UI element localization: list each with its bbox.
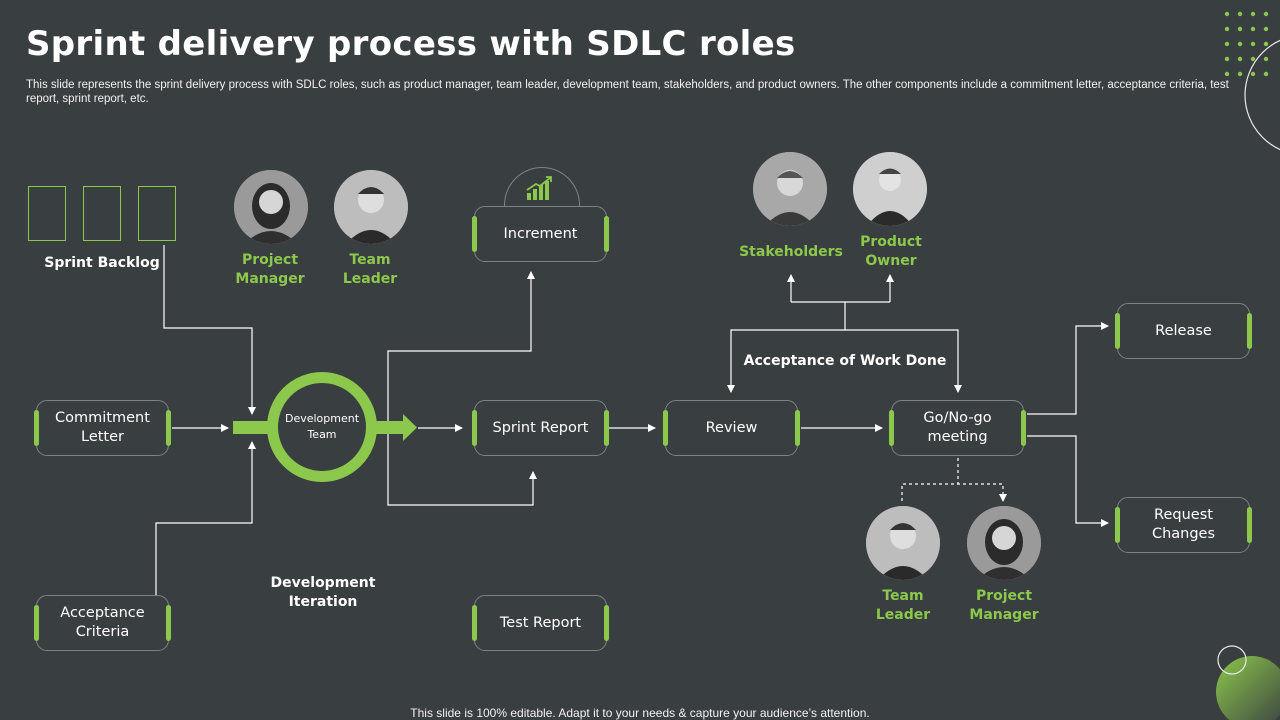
small-ring-decoration bbox=[1217, 645, 1247, 675]
project-manager-label: Project Manager bbox=[235, 252, 305, 287]
slide-description: This slide represents the sprint deliver… bbox=[26, 79, 1229, 105]
bar-chart-icon bbox=[526, 176, 552, 200]
gonogo-to-release-arrow bbox=[1027, 322, 1109, 415]
acceptance-criteria-text: Acceptance Criteria bbox=[60, 605, 145, 640]
project-manager-label-2: Project Manager bbox=[969, 588, 1039, 623]
dev-input-bar bbox=[233, 421, 269, 434]
team-leader-avatar-2 bbox=[866, 506, 940, 580]
gonogo-dashed-branch bbox=[901, 483, 1007, 502]
go-no-go-box: Go/No-go meeting bbox=[889, 400, 1026, 456]
slide-footer: This slide is 100% editable. Adapt it to… bbox=[410, 706, 870, 720]
request-changes-box: Request Changes bbox=[1115, 497, 1252, 553]
dev-output-bar bbox=[375, 421, 405, 434]
development-iteration-label: Development Iteration bbox=[270, 575, 376, 610]
acceptance-of-work-done-label: Acceptance of Work Done bbox=[743, 353, 947, 369]
release-box: Release bbox=[1115, 303, 1252, 359]
stakeholders-label: Stakeholders bbox=[739, 244, 843, 260]
slide-title: Sprint delivery process with SDLC roles bbox=[26, 24, 796, 64]
development-team-circle: Development Team bbox=[267, 372, 377, 482]
acceptance-to-review-arrow bbox=[727, 329, 845, 393]
increment-box: Increment bbox=[472, 206, 609, 262]
sprint-backlog-label: Sprint Backlog bbox=[44, 255, 160, 271]
dot-grid-decoration bbox=[1224, 11, 1269, 77]
dev-output-arrowhead bbox=[403, 414, 417, 441]
acceptance-criteria-box: Acceptance Criteria bbox=[34, 595, 171, 651]
stakeholders-avatar bbox=[753, 152, 827, 226]
review-box: Review bbox=[663, 400, 800, 456]
request-changes-text: Request Changes bbox=[1151, 507, 1216, 542]
team-leader-label-2: Team Leader bbox=[875, 588, 931, 623]
team-leader-avatar bbox=[334, 170, 408, 244]
project-manager-avatar bbox=[234, 170, 308, 244]
product-owner-avatar bbox=[853, 152, 927, 226]
product-owner-label: Product Owner bbox=[860, 234, 922, 269]
dev-to-test-report-arrow bbox=[387, 428, 537, 506]
test-report-text: Test Report bbox=[499, 614, 582, 631]
commitment-letter-box: Commitment Letter bbox=[34, 400, 171, 456]
green-ball-decoration bbox=[1216, 656, 1280, 720]
backlog-to-dev-arrow bbox=[163, 245, 256, 415]
ring-decoration bbox=[1244, 39, 1280, 151]
increment-text: Increment bbox=[503, 225, 578, 242]
dev-to-increment-arrow bbox=[387, 271, 535, 428]
backlog-card-1 bbox=[28, 186, 66, 241]
development-team-text: Development Team bbox=[284, 412, 360, 441]
commitment-letter-text: Commitment Letter bbox=[55, 410, 150, 445]
acceptance-to-gonogo-arrow bbox=[845, 329, 962, 393]
sprint-report-text: Sprint Report bbox=[492, 419, 589, 436]
project-manager-avatar-2 bbox=[967, 506, 1041, 580]
backlog-card-2 bbox=[83, 186, 121, 241]
review-text: Review bbox=[705, 419, 758, 436]
acceptance-to-dev-arrow bbox=[155, 441, 256, 595]
test-report-box: Test Report bbox=[472, 595, 609, 651]
go-no-go-text: Go/No-go meeting bbox=[923, 410, 992, 445]
team-leader-label: Team Leader bbox=[342, 252, 398, 287]
release-text: Release bbox=[1155, 322, 1212, 339]
sprint-report-box: Sprint Report bbox=[472, 400, 609, 456]
gonogo-to-request-arrow bbox=[1027, 435, 1109, 527]
backlog-card-3 bbox=[138, 186, 176, 241]
